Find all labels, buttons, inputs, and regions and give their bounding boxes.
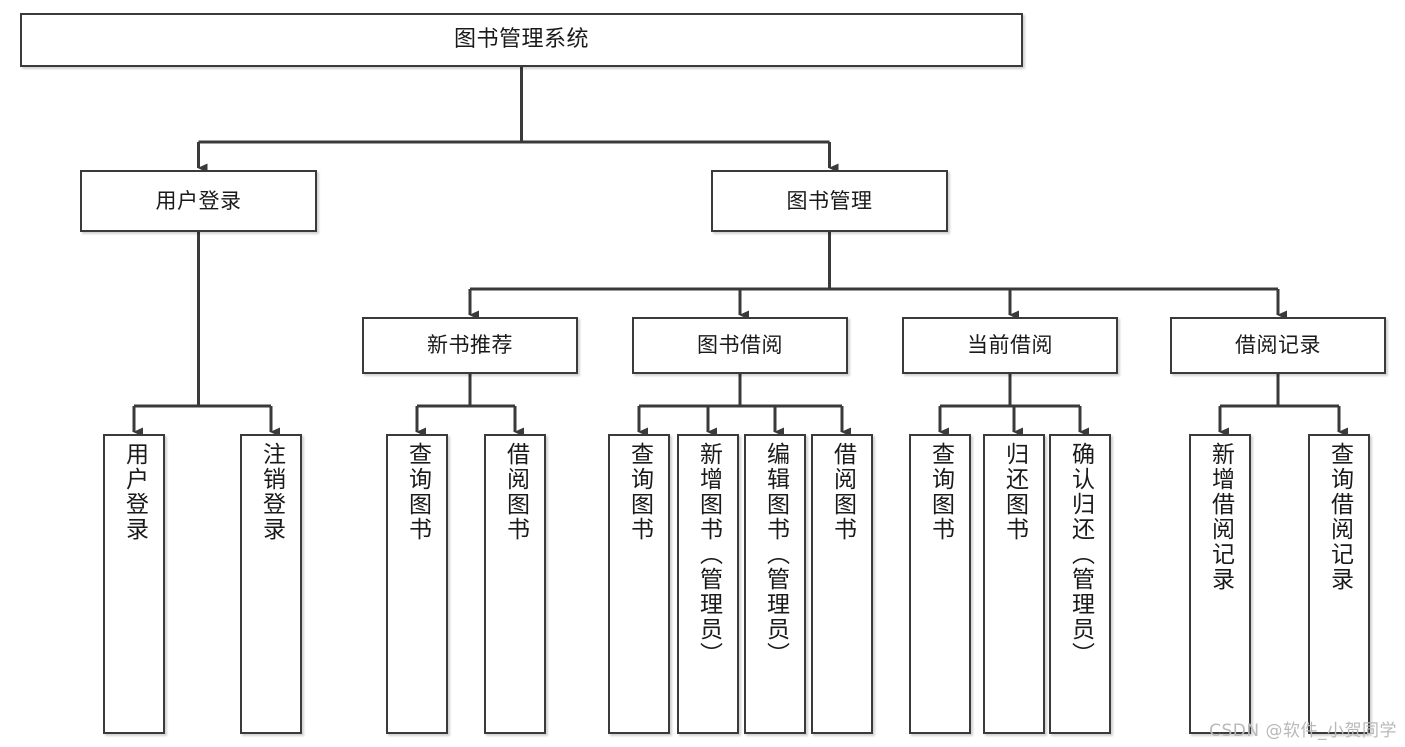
node-leaf-query-book-b[interactable]: 查询图书 — [608, 434, 670, 734]
node-leaf-query-record[interactable]: 查询借阅记录 — [1308, 434, 1370, 734]
node-label-leaf-borrow-book-rec: 借阅图书 — [502, 442, 529, 542]
node-label-book-borrow: 图书借阅 — [697, 333, 783, 358]
watermark-label: CSDN @软件_小贺同学 — [1209, 721, 1397, 741]
node-label-leaf-edit-book: 编辑图书（管理员） — [762, 442, 789, 667]
node-current-borrow[interactable]: 当前借阅 — [902, 317, 1118, 374]
node-label-leaf-logout: 注销登录 — [258, 442, 285, 542]
node-label-root: 图书管理系统 — [453, 27, 589, 53]
node-leaf-query-book-rec[interactable]: 查询图书 — [386, 434, 448, 734]
node-leaf-add-record[interactable]: 新增借阅记录 — [1189, 434, 1251, 734]
node-leaf-borrow-book-b[interactable]: 借阅图书 — [811, 434, 873, 734]
node-label-leaf-return-book: 归还图书 — [1001, 442, 1028, 542]
node-label-leaf-query-book-c: 查询图书 — [927, 442, 954, 542]
node-leaf-return-book[interactable]: 归还图书 — [983, 434, 1045, 734]
node-leaf-user-login[interactable]: 用户登录 — [103, 434, 165, 734]
node-leaf-edit-book[interactable]: 编辑图书（管理员） — [744, 434, 806, 734]
node-new-book-rec[interactable]: 新书推荐 — [362, 317, 578, 374]
node-leaf-logout[interactable]: 注销登录 — [240, 434, 302, 734]
node-label-leaf-user-login: 用户登录 — [121, 442, 148, 542]
node-leaf-confirm-return[interactable]: 确认归还（管理员） — [1049, 434, 1111, 734]
node-label-current-borrow: 当前借阅 — [967, 333, 1053, 358]
node-label-book-manage: 图书管理 — [786, 188, 873, 213]
node-label-leaf-query-book-rec: 查询图书 — [404, 442, 431, 542]
node-borrow-record[interactable]: 借阅记录 — [1170, 317, 1386, 374]
node-label-user-login: 用户登录 — [155, 188, 242, 213]
node-leaf-add-book[interactable]: 新增图书（管理员） — [677, 434, 739, 734]
node-book-manage[interactable]: 图书管理 — [711, 170, 948, 232]
node-label-new-book-rec: 新书推荐 — [427, 333, 513, 358]
node-book-borrow[interactable]: 图书借阅 — [632, 317, 848, 374]
node-user-login[interactable]: 用户登录 — [80, 170, 317, 232]
node-leaf-query-book-c[interactable]: 查询图书 — [909, 434, 971, 734]
node-label-borrow-record: 借阅记录 — [1235, 333, 1321, 358]
node-label-leaf-add-book: 新增图书（管理员） — [695, 442, 722, 667]
node-label-leaf-query-record: 查询借阅记录 — [1326, 442, 1353, 592]
node-label-leaf-confirm-return: 确认归还（管理员） — [1067, 442, 1094, 667]
node-label-leaf-query-book-b: 查询图书 — [626, 442, 653, 542]
node-leaf-borrow-book-rec[interactable]: 借阅图书 — [484, 434, 546, 734]
node-root[interactable]: 图书管理系统 — [20, 13, 1023, 67]
node-label-leaf-borrow-book-b: 借阅图书 — [829, 442, 856, 542]
node-label-leaf-add-record: 新增借阅记录 — [1207, 442, 1234, 592]
